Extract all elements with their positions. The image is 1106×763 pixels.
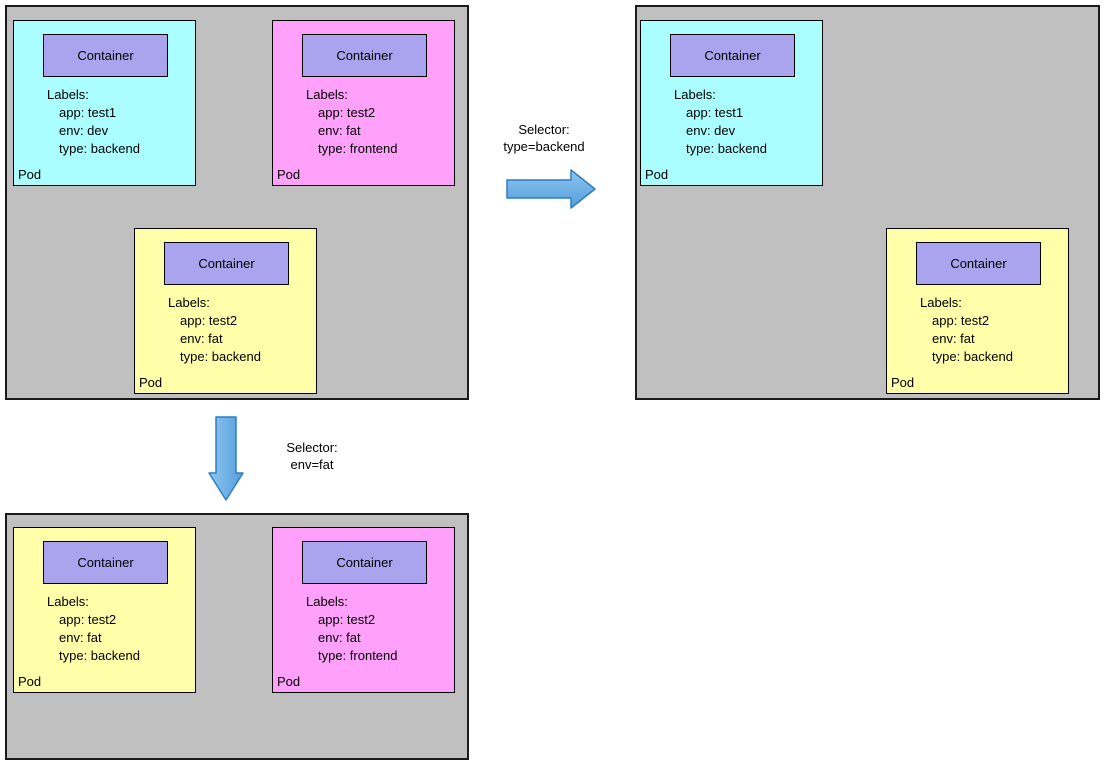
container-box: Container: [670, 34, 795, 77]
pod-yellow-test2-backend: Container Labels: app: test2 env: fat ty…: [134, 228, 317, 394]
label-line: app: test2: [59, 612, 117, 627]
pod-tag: Pod: [277, 167, 301, 182]
pod-tag: Pod: [18, 674, 42, 689]
label-line: app: test2: [318, 612, 376, 627]
label-line: type: frontend: [318, 648, 398, 663]
label-line: env: fat: [318, 123, 361, 138]
labels-heading: Labels:: [920, 295, 962, 310]
pod-cyan-test1: Container Labels: app: test1 env: dev ty…: [640, 20, 823, 186]
selector-label-env-fat: Selector: env=fat: [247, 439, 377, 473]
container-box: Container: [43, 541, 168, 584]
labels-heading: Labels:: [674, 87, 716, 102]
selector-line: type=backend: [503, 139, 585, 154]
pod-labels: Labels: app: test1 env: dev type: backen…: [47, 86, 140, 158]
pod-labels: Labels: app: test2 env: fat type: backen…: [47, 593, 140, 665]
label-line: app: test2: [932, 313, 990, 328]
labels-heading: Labels:: [47, 594, 89, 609]
arrow-down-icon: [208, 416, 244, 501]
pod-tag: Pod: [645, 167, 669, 182]
label-line: type: backend: [686, 141, 767, 156]
selector-label-type-backend: Selector: type=backend: [479, 121, 609, 155]
label-line: env: fat: [318, 630, 361, 645]
label-line: type: backend: [932, 349, 1013, 364]
labels-heading: Labels:: [168, 295, 210, 310]
label-line: app: test2: [318, 105, 376, 120]
container-box: Container: [302, 34, 427, 77]
pod-cyan-test1: Container Labels: app: test1 env: dev ty…: [13, 20, 196, 186]
label-line: type: backend: [180, 349, 261, 364]
labels-heading: Labels:: [306, 594, 348, 609]
container-box: Container: [43, 34, 168, 77]
label-line: type: backend: [59, 648, 140, 663]
container-label: Container: [336, 48, 393, 63]
pod-labels: Labels: app: test2 env: fat type: backen…: [168, 294, 261, 366]
pod-labels: Labels: app: test2 env: fat type: fronte…: [306, 86, 398, 158]
label-line: type: frontend: [318, 141, 398, 156]
label-line: env: fat: [932, 331, 975, 346]
label-line: app: test2: [180, 313, 238, 328]
label-line: env: fat: [59, 630, 102, 645]
label-line: env: dev: [686, 123, 736, 138]
selector-line: env=fat: [290, 457, 334, 472]
pod-labels: Labels: app: test2 env: fat type: backen…: [920, 294, 1013, 366]
pod-magenta-test2-frontend: Container Labels: app: test2 env: fat ty…: [272, 527, 455, 693]
pod-tag: Pod: [18, 167, 42, 182]
pod-yellow-test2-backend: Container Labels: app: test2 env: fat ty…: [886, 228, 1069, 394]
labels-heading: Labels:: [306, 87, 348, 102]
selector-line: Selector:: [518, 122, 570, 137]
label-line: type: backend: [59, 141, 140, 156]
arrow-right-icon: [506, 169, 596, 209]
container-label: Container: [950, 256, 1007, 271]
container-label: Container: [77, 48, 134, 63]
pod-tag: Pod: [277, 674, 301, 689]
container-box: Container: [164, 242, 289, 285]
pod-labels: Labels: app: test1 env: dev type: backen…: [674, 86, 767, 158]
selector-line: Selector:: [286, 440, 338, 455]
pod-labels: Labels: app: test2 env: fat type: fronte…: [306, 593, 398, 665]
container-box: Container: [916, 242, 1041, 285]
container-box: Container: [302, 541, 427, 584]
pod-magenta-test2-frontend: Container Labels: app: test2 env: fat ty…: [272, 20, 455, 186]
container-label: Container: [198, 256, 255, 271]
container-label: Container: [77, 555, 134, 570]
label-line: app: test1: [686, 105, 744, 120]
container-label: Container: [336, 555, 393, 570]
pod-yellow-test2-backend: Container Labels: app: test2 env: fat ty…: [13, 527, 196, 693]
pod-tag: Pod: [139, 375, 163, 390]
label-line: env: dev: [59, 123, 109, 138]
label-line: app: test1: [59, 105, 117, 120]
labels-heading: Labels:: [47, 87, 89, 102]
label-line: env: fat: [180, 331, 223, 346]
pod-tag: Pod: [891, 375, 915, 390]
container-label: Container: [704, 48, 761, 63]
